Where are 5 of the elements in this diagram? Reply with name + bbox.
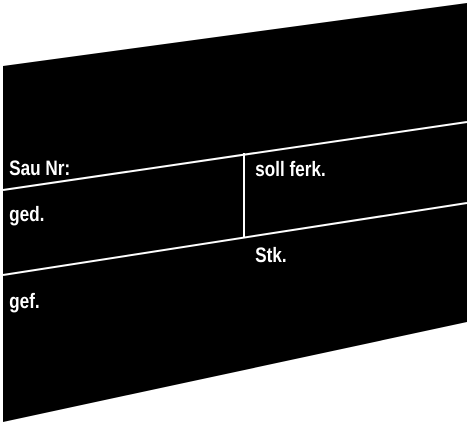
field-label: Sau Nr: bbox=[10, 160, 68, 176]
field-label: Stk. bbox=[256, 246, 286, 262]
field-label: gef. bbox=[10, 292, 38, 312]
field-label: ged. bbox=[10, 206, 44, 226]
field-label: soll ferk. bbox=[256, 160, 325, 176]
